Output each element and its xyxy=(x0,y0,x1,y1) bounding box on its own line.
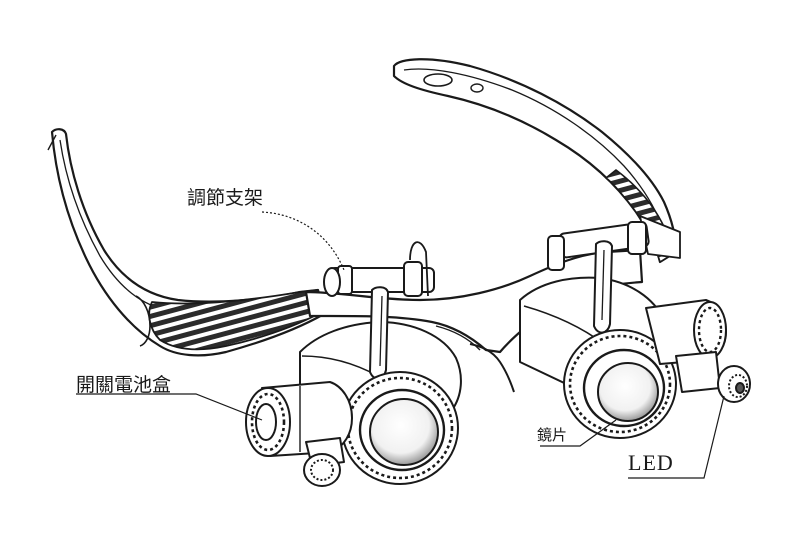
right-loupe-assembly xyxy=(519,240,677,439)
left-temple-arm xyxy=(47,128,326,357)
callout-adjustable-bracket: 調節支架 xyxy=(187,187,264,209)
leader-bracket xyxy=(261,211,345,271)
callout-battery-box: 開關電池盒 xyxy=(76,374,172,396)
battery-switch-box xyxy=(245,381,353,487)
leader-battery xyxy=(76,393,263,421)
callout-lens: 鏡片 xyxy=(537,426,568,444)
led-light-module xyxy=(645,299,751,403)
leader-lines xyxy=(76,211,725,479)
leader-lens xyxy=(540,419,617,447)
right-temple-arm xyxy=(392,58,681,264)
adjustable-bracket xyxy=(323,221,650,297)
leader-led xyxy=(628,395,725,479)
callout-led: LED xyxy=(628,450,674,475)
